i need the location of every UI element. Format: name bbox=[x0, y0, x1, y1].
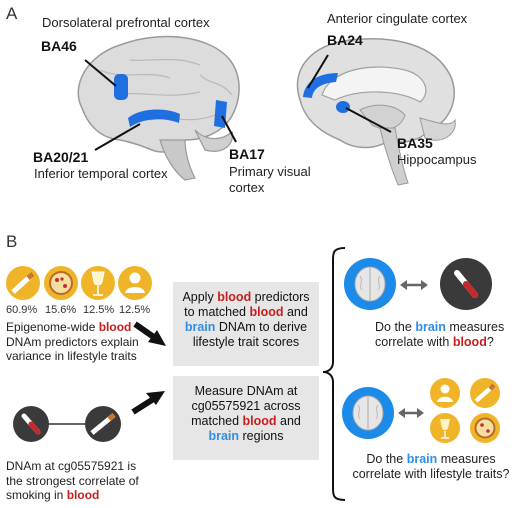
region-name-ba35: Hippocampus bbox=[397, 152, 477, 167]
trait-icons-grid bbox=[430, 378, 500, 443]
ba17-label: BA17 bbox=[229, 146, 265, 162]
pizza-icon bbox=[44, 266, 78, 300]
question-blood: Do the brain measures correlate with blo… bbox=[375, 320, 505, 349]
ba24-label: BA24 bbox=[327, 32, 363, 48]
measure-dnam-box: Measure DNAm at cg05575921 across matche… bbox=[173, 376, 319, 460]
person-icon bbox=[118, 266, 152, 300]
arrow-to-top-box bbox=[133, 321, 166, 346]
ba46-region bbox=[114, 74, 128, 100]
question-lifestyle: Do the brain measures correlate with lif… bbox=[352, 452, 510, 481]
cigarette-icon-small bbox=[470, 378, 500, 408]
blood-cigarette-link bbox=[13, 406, 121, 442]
lateral-brain bbox=[77, 35, 240, 181]
ba20-21-label: BA20/21 bbox=[33, 149, 89, 165]
ba35-region bbox=[336, 101, 350, 113]
medial-brain bbox=[296, 38, 456, 186]
brain-icon-top bbox=[344, 258, 396, 310]
ba17-region bbox=[214, 100, 227, 128]
panel-a-letter: A bbox=[6, 4, 18, 23]
wine-glass-icon bbox=[81, 266, 115, 300]
cigarette-icon bbox=[6, 266, 40, 300]
brain-icon-bottom bbox=[342, 387, 394, 439]
region-name-ba24: Anterior cingulate cortex bbox=[327, 11, 468, 26]
epigenome-wide-text: Epigenome-wide blood DNAm predictors exp… bbox=[6, 320, 139, 363]
panel-b-letter: B bbox=[6, 232, 18, 251]
trait-percent: 60.9% bbox=[6, 304, 38, 316]
region-name-ba20-21: Inferior temporal cortex bbox=[34, 166, 168, 181]
ba35-label: BA35 bbox=[397, 135, 433, 151]
arrow-to-bottom-box bbox=[131, 391, 165, 415]
region-name-ba46: Dorsolateral prefrontal cortex bbox=[42, 15, 210, 30]
right-bracket bbox=[322, 247, 346, 501]
ba24-region bbox=[303, 73, 338, 98]
region-name-ba17: Primary visual cortex bbox=[229, 164, 311, 195]
wine-glass-icon-small bbox=[430, 413, 460, 443]
trait-percent: 15.6% bbox=[45, 304, 77, 316]
blood-tube-icon bbox=[13, 406, 49, 442]
trait-percent: 12.5% bbox=[83, 304, 115, 316]
double-arrow-top bbox=[400, 280, 428, 290]
apply-predictors-box: Apply blood predictors to matched blood … bbox=[173, 282, 319, 366]
ba20-21-region bbox=[128, 109, 180, 127]
cg05575921-text: DNAm at cg05575921 is the strongest corr… bbox=[6, 459, 139, 502]
trait-percent: 12.5% bbox=[119, 304, 151, 316]
blood-tube-icon-top bbox=[440, 258, 492, 310]
double-arrow-bottom bbox=[398, 408, 424, 418]
cigarette-round-icon bbox=[85, 406, 121, 442]
pizza-icon-small bbox=[470, 413, 500, 443]
person-icon-small bbox=[430, 378, 460, 408]
ba46-label: BA46 bbox=[41, 38, 77, 54]
